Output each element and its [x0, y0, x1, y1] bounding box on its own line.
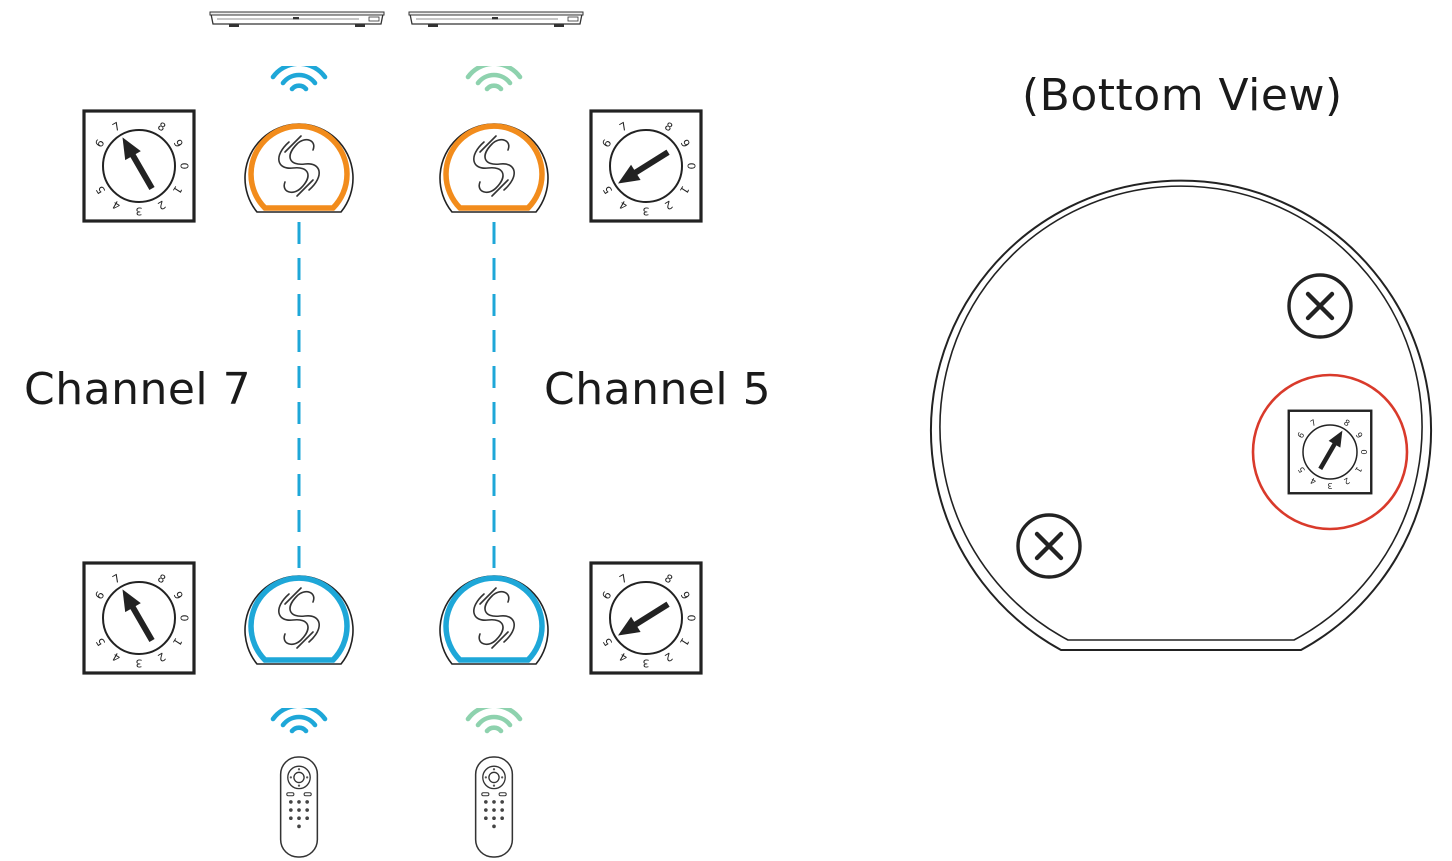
dial-digit-label: 0 [178, 615, 191, 622]
speaker-icon-bottom-right [440, 576, 548, 664]
dial-pointer [122, 137, 155, 191]
speaker-icon-top-right [440, 124, 548, 212]
screw-icon-bottom [1018, 515, 1080, 577]
dial-digit-label: 0 [1359, 449, 1369, 454]
dial-digit-label: 3 [136, 205, 143, 218]
wifi-icon-bottom-right [468, 706, 520, 731]
channel-label-left: Channel 7 [24, 364, 252, 415]
dial-digit-label: 5 [1296, 465, 1307, 475]
dial-digit-label: 0 [178, 163, 191, 170]
dial-pointer [122, 589, 155, 643]
remote-control-icon-right [474, 756, 514, 858]
wifi-icon-top-right [468, 64, 520, 89]
set-top-box-icon-left [209, 11, 385, 28]
dial-highlight-circle [1251, 373, 1409, 531]
set-top-box-icon-right [408, 11, 584, 28]
dial-pointer [618, 601, 670, 636]
dial-digit-label: 8 [1342, 417, 1352, 428]
dial-digit-label: 4 [1308, 476, 1318, 487]
dial-digit-label: 0 [685, 163, 698, 170]
dial-pointer [1318, 430, 1343, 471]
wifi-icon-top-left [273, 64, 325, 89]
screw-icon-top [1289, 275, 1351, 337]
dial-digit-label: 1 [1353, 465, 1364, 475]
channel-label-right: Channel 5 [544, 364, 772, 415]
dial-digit-label: 3 [643, 205, 650, 218]
speaker-icon-top-left [245, 124, 353, 212]
dial-digit-label: 2 [1342, 476, 1352, 487]
bottom-view-title: (Bottom View) [1022, 70, 1343, 121]
dial-digit-label: 3 [1327, 481, 1332, 491]
dial-pointer [618, 149, 670, 184]
speaker-icon-bottom-left [245, 576, 353, 664]
dial-digit-label: 9 [1354, 430, 1365, 440]
dial-digit-label: 3 [136, 657, 143, 670]
remote-control-icon-left [279, 756, 319, 858]
dial-digit-label: 7 [1308, 417, 1318, 428]
dial-digit-label: 0 [685, 615, 698, 622]
dial-digit-label: 6 [1295, 430, 1306, 440]
wifi-icon-bottom-left [273, 706, 325, 731]
dial-digit-label: 3 [643, 657, 650, 670]
